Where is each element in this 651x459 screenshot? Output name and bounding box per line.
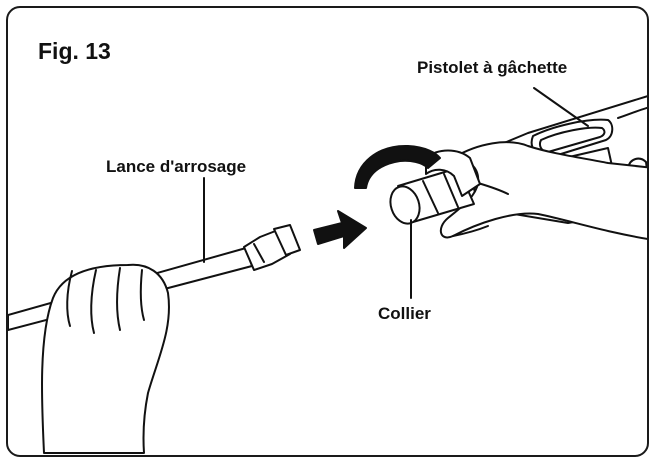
collar [389, 149, 481, 225]
label-collar: Collier [378, 304, 431, 323]
label-spray-wand: Lance d'arrosage [106, 157, 247, 176]
figure-number: Fig. 13 [38, 38, 111, 64]
insertion-arrow [313, 210, 367, 249]
assembly-illustration [8, 87, 647, 454]
left-hand [40, 263, 170, 454]
leader-pistolet [533, 87, 589, 127]
figure-frame: Fig. 13 Lance d'arrosage Pistolet à gâch… [6, 6, 649, 457]
label-trigger-gun: Pistolet à gâchette [417, 58, 568, 77]
rotation-arrow [354, 144, 441, 189]
